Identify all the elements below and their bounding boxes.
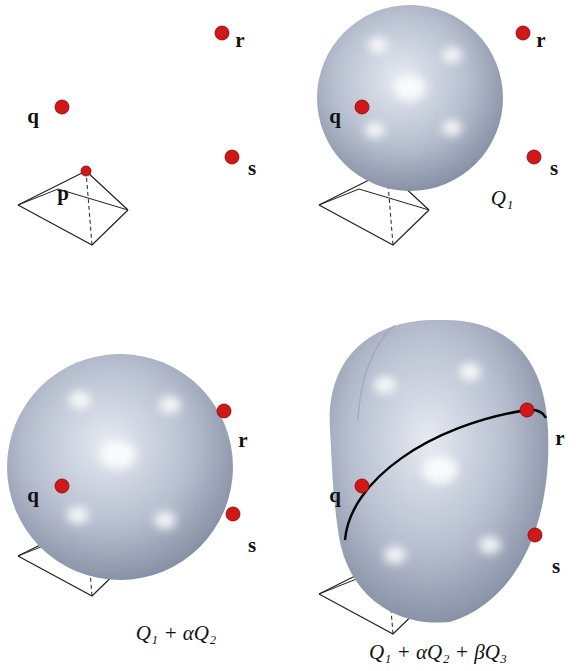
point-label: s [550,158,558,179]
point-label: q [27,485,39,506]
points [55,26,239,176]
point-label: q [329,485,341,506]
point-label: r [555,428,564,449]
surface-label: Q₁ + αQ₂ [136,623,217,644]
point-label: p [57,183,69,204]
quadric-surface [330,320,549,623]
points [355,26,541,164]
point-label: s [248,158,256,179]
point-label: r [238,430,247,451]
points [55,404,240,521]
camera-pyramid [18,171,128,245]
point-label: q [27,106,39,127]
point-label: q [329,106,341,127]
surface-label: Q₁ + αQ₂ + βQ₃ [369,642,507,663]
surface-label: Q₁ [491,188,513,209]
point-label: r [536,30,545,51]
point-label: s [552,556,560,577]
quadric-surface [7,354,233,580]
point-label: r [235,30,244,51]
point-label: s [248,535,256,556]
points [355,403,542,542]
quadric-surface [317,5,503,191]
